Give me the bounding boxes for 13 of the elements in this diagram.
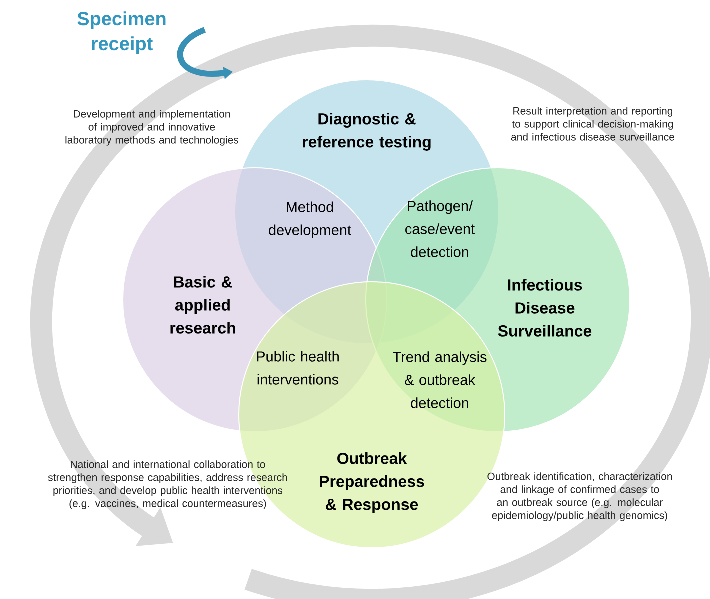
description-text: Development and implementation of improved and innovative laboratory methods and technologies [66, 110, 239, 146]
overlap-label: Pathogen/ case/event detection [406, 200, 475, 258]
circle-title: Basic & applied research [170, 276, 236, 334]
circle-title: Outbreak Preparedness & Response [320, 452, 424, 514]
circle-title: Diagnostic & reference testing [303, 113, 431, 151]
description-text: National and international collaboration to strengthen response capabilities, address research priorities, and develop public health interventions (e.g. vaccines, medical countermeasures) [48, 460, 288, 510]
overlap-label: Method development [269, 202, 352, 238]
description-text: Outbreak identification, characterization and linkage of confirmed cases to an outbreak source (e.g. molecular epidemiology/public health genomics) [488, 472, 672, 522]
step-label: Specimen receipt [78, 12, 166, 54]
overlap-label: Public health interventions [257, 351, 339, 385]
overlap-label: Trend analysis & outbreak detection [393, 352, 487, 408]
description-text: Result interpretation and reporting to support clinical decision-making and infectious disease surveillance [511, 107, 674, 141]
circle-title: Infectious Disease Surveillance [498, 279, 592, 337]
